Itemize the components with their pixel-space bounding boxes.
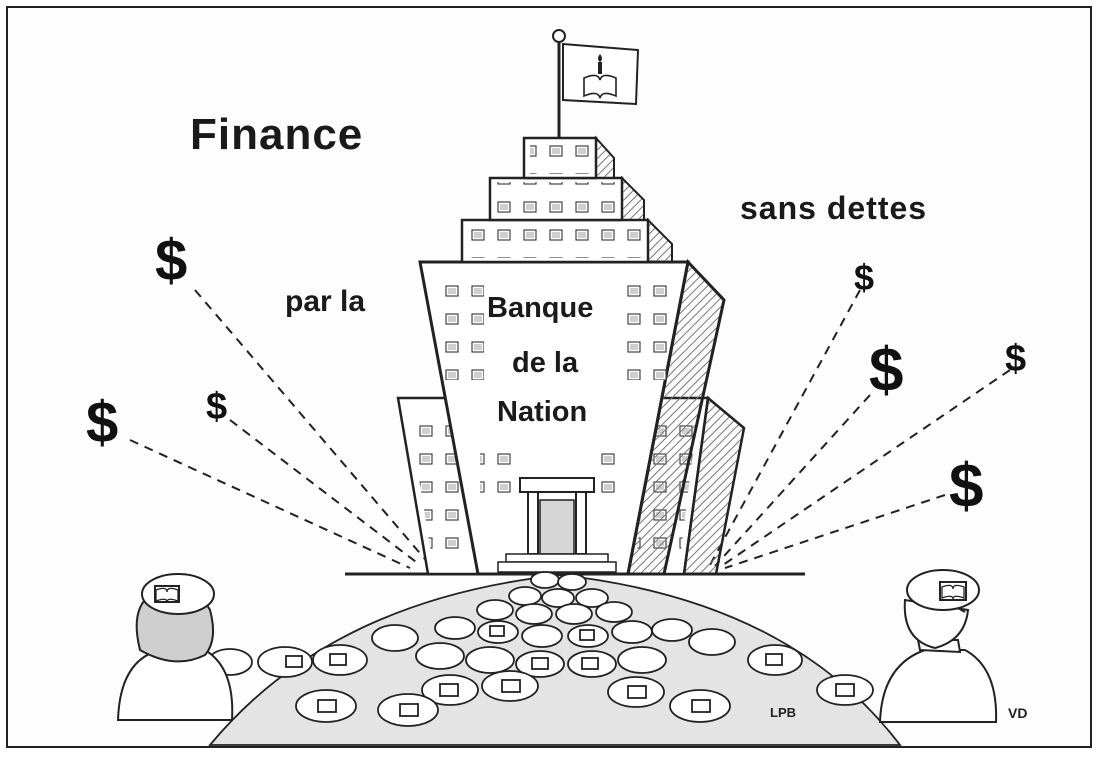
dollar-sign: $ [155,228,188,293]
money-lines-right [709,289,1011,569]
dollar-sign: $ [854,257,875,298]
figure-right [878,569,998,723]
crowd [207,571,902,746]
dollar-sign: $ [869,336,904,405]
artist-signature: VD [1008,705,1028,721]
bank-name-line1: Banque [487,292,594,324]
dollar-sign: $ [86,390,119,455]
dollar-sign: $ [949,452,984,521]
dollar-sign: $ [206,386,228,428]
book-candle-icon [583,54,617,99]
money-lines-left [129,289,431,569]
bank-name-line2: de la [512,347,579,379]
lpb-badge-text: LPB [770,705,796,720]
title-finance: Finance [190,110,364,159]
text-sans-dettes: sans dettes [740,190,928,226]
text-par-la: par la [285,285,366,318]
bank-name-line3: Nation [497,396,588,428]
figure-left [116,573,234,721]
bank-building [418,135,726,576]
flag-icon [552,29,640,140]
dollar-sign: $ [1005,338,1027,380]
